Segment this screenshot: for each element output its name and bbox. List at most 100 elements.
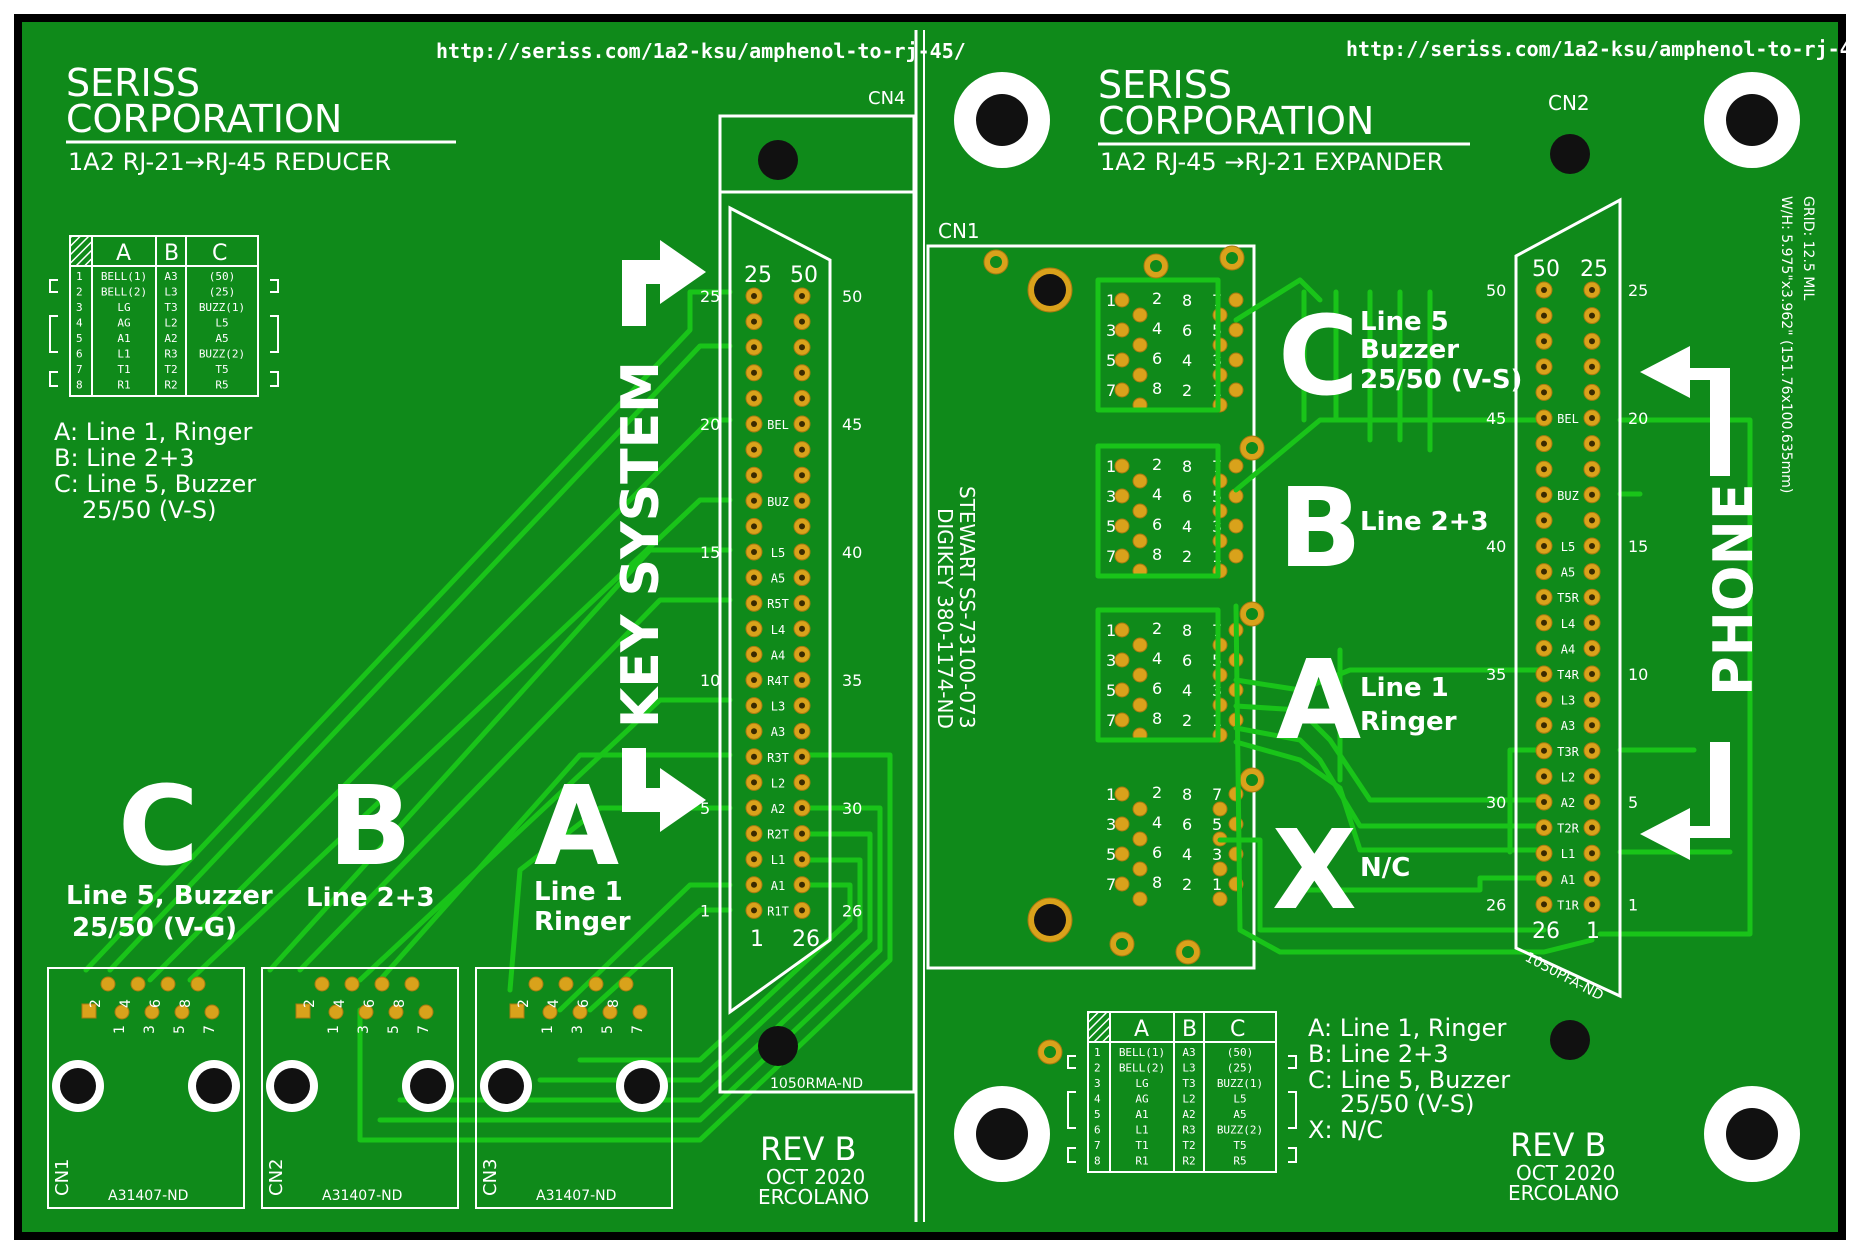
right-group-c-desc1: Line 5 (1360, 307, 1449, 337)
rj45-pin-number: 2 (88, 999, 104, 1008)
right-table-row-num: 3 (1094, 1077, 1101, 1090)
pin-label: BUZ (1557, 489, 1579, 503)
rj-pin-number: 7 (1212, 785, 1222, 804)
right-table-row-a: BELL(1) (1119, 1046, 1165, 1059)
cn4-top-right: 50 (790, 263, 818, 288)
right-table-row-a: LG (1135, 1077, 1148, 1090)
right-company-line1: SERISS (1098, 63, 1232, 107)
right-table-row-num: 6 (1094, 1124, 1101, 1137)
rj-pin-number: 8 (1182, 785, 1192, 804)
right-group-x-desc1: N/C (1360, 853, 1410, 883)
pin-label: R5T (767, 597, 789, 611)
pin-label: L5 (771, 546, 785, 560)
pin-label: T3R (1557, 745, 1579, 759)
left-table-row-c: BUZZ(2) (199, 348, 245, 361)
left-table-row-num: 4 (76, 317, 83, 330)
left-table-row-num: 2 (76, 286, 83, 299)
rj-pin-number: 5 (1106, 681, 1116, 700)
left-group-c-letter: C (118, 762, 199, 890)
rj-pin-number: 4 (1152, 813, 1162, 832)
left-table-row-b: T3 (164, 301, 177, 314)
rj-pin-number: 2 (1152, 289, 1162, 308)
side-pin-number: 10 (700, 671, 720, 690)
right-table-header-a: A (1134, 1017, 1149, 1042)
right-table-row-num: 7 (1094, 1139, 1101, 1152)
right-table-row-b: A2 (1182, 1108, 1195, 1121)
pin-label: R4T (767, 674, 789, 688)
right-table-row-num: 5 (1094, 1108, 1101, 1121)
cn2-connector: 50 25 26 1 1050PFA-ND BELBUZL5A5T5RL4A4T… (1486, 197, 1648, 1004)
left-table-row-b: R2 (164, 379, 177, 392)
pin-label: A3 (771, 725, 785, 739)
side-pin-number: 20 (1628, 409, 1648, 428)
left-table-row-c: (25) (209, 286, 236, 299)
side-pin-number: 40 (842, 543, 862, 562)
rj45-pin-number: 8 (606, 999, 622, 1008)
side-pin-number: 35 (842, 671, 862, 690)
rj45-pin-number: 4 (118, 999, 134, 1008)
pin-label: L2 (1561, 770, 1575, 784)
rj45-pin-number: 7 (630, 1025, 646, 1034)
rj45-pin-number: 3 (356, 1025, 372, 1034)
right-table-row-num: 1 (1094, 1046, 1101, 1059)
left-table-row-a: BELL(2) (101, 286, 147, 299)
pin-label: L4 (771, 623, 785, 637)
table-header-c: C (212, 241, 227, 266)
rj-pin-number: 5 (1106, 845, 1116, 864)
left-subtitle: 1A2 RJ-21→RJ-45 REDUCER (68, 148, 391, 176)
right-place: ERCOLANO (1508, 1181, 1619, 1205)
left-table-row-a: T1 (117, 363, 130, 376)
rj-pin-number: 4 (1182, 845, 1192, 864)
right-legend-c: C: Line 5, Buzzer (1308, 1066, 1510, 1094)
right-board: http://seriss.com/1a2-ksu/amphenol-to-rj… (926, 37, 1860, 1205)
rj45-jack-label: CN1 (52, 1159, 73, 1197)
left-table-row-num: 5 (76, 332, 83, 345)
rj-pin-number: 5 (1106, 517, 1116, 536)
rj-pin-number: 6 (1152, 679, 1162, 698)
left-table-row-c: (50) (209, 270, 236, 283)
rj-pin-number: 6 (1182, 321, 1192, 340)
rj-pin-number: 1 (1106, 457, 1116, 476)
pin-label: BEL (1557, 412, 1579, 426)
stewart-line1: STEWART SS-73100-073 (955, 486, 979, 729)
right-legend-b: B: Line 2+3 (1308, 1040, 1448, 1068)
cn4-bottom-right: 26 (792, 927, 820, 952)
left-table-row-num: 3 (76, 301, 83, 314)
cn4-bottom-left: 1 (750, 927, 764, 952)
right-table-row-c: BUZZ(2) (1217, 1124, 1263, 1137)
pin-label: A5 (771, 572, 785, 586)
right-table-row-c: R5 (1233, 1155, 1246, 1168)
rj-pin-number: 7 (1106, 711, 1116, 730)
left-table-row-a: BELL(1) (101, 270, 147, 283)
right-legend-x: X: N/C (1308, 1116, 1383, 1144)
rj-pin-number: 3 (1106, 321, 1116, 340)
phone-arrow: PHONE (1640, 346, 1765, 860)
board-substrate (22, 22, 1838, 1232)
rj45-pin-number: 2 (516, 999, 532, 1008)
left-traces (83, 289, 893, 1143)
rj-pin-number: 3 (1212, 845, 1222, 864)
left-table-row-b: R3 (164, 348, 177, 361)
right-table-row-a: T1 (1135, 1139, 1148, 1152)
pin-label: A2 (1561, 796, 1575, 810)
left-group-b-desc1: Line 2+3 (306, 883, 435, 913)
pin-label: L3 (771, 700, 785, 714)
cn4-connector: CN4 1050RMA-ND 25 50 1 26 BELBUZL5A5R5TL… (700, 88, 916, 1094)
right-table-row-c: BUZZ(1) (1217, 1077, 1263, 1090)
side-pin-number: 25 (700, 287, 720, 306)
left-board: http://seriss.com/1a2-ksu/amphenol-to-rj… (47, 39, 966, 1209)
left-table-row-b: L3 (164, 286, 177, 299)
pin-label: L4 (1561, 617, 1575, 631)
rj-pin-number: 1 (1212, 875, 1222, 894)
right-table-row-c: (25) (1227, 1062, 1254, 1075)
rj-pin-number: 7 (1106, 547, 1116, 566)
left-url: http://seriss.com/1a2-ksu/amphenol-to-rj… (436, 39, 966, 63)
rj45-pin-number: 8 (178, 999, 194, 1008)
right-table-row-c: L5 (1233, 1093, 1246, 1106)
rj-pin-number: 7 (1106, 381, 1116, 400)
rj45-pin-number: 8 (392, 999, 408, 1008)
left-legend-a: A: Line 1, Ringer (54, 418, 252, 446)
left-table-row-a: AG (117, 317, 130, 330)
right-table-row-num: 4 (1094, 1093, 1101, 1106)
